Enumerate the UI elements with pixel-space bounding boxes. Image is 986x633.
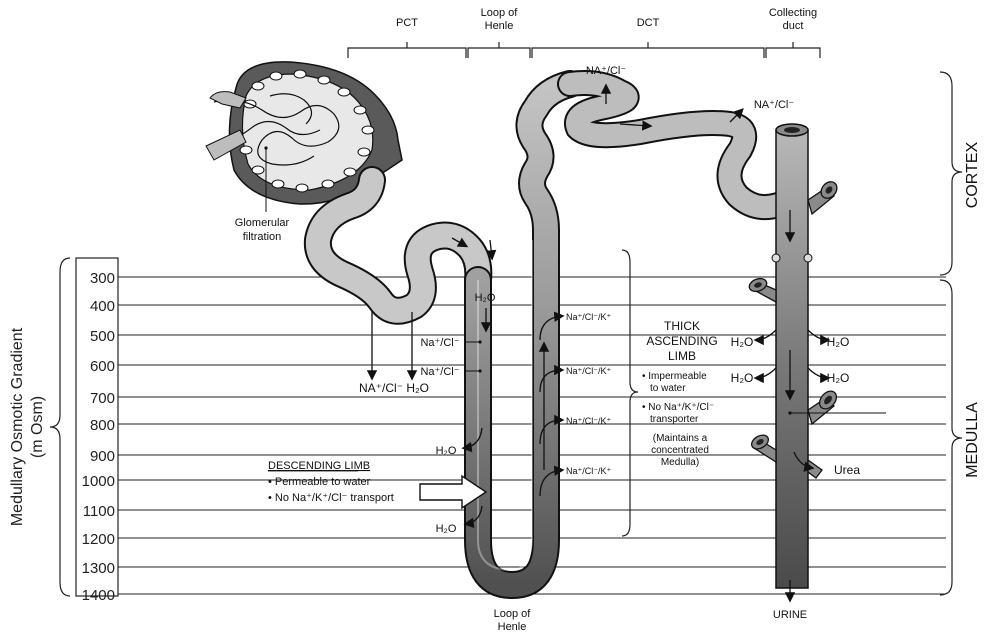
glomerular-filtration-label: filtration bbox=[243, 231, 282, 243]
nakcl-ascending-label: Na⁺/Cl⁻/K⁺ bbox=[566, 416, 612, 426]
thick-ascending-bullet: transporter bbox=[650, 414, 699, 425]
scale-value: 500 bbox=[90, 328, 115, 345]
scale-value: 1000 bbox=[82, 473, 115, 490]
svg-text:(m Osm): (m Osm) bbox=[29, 396, 46, 458]
y-axis-title: Medullary Osmotic Gradient (m Osm) bbox=[9, 327, 46, 526]
thick-ascending-bullet: to water bbox=[650, 383, 686, 394]
pct-reabsorption-label: NA⁺/Cl⁻ H₂O bbox=[359, 381, 429, 395]
scale-value: 800 bbox=[90, 417, 115, 434]
segment-brackets bbox=[348, 42, 820, 58]
urine-label: URINE bbox=[773, 609, 807, 621]
scale-brace bbox=[50, 258, 70, 596]
thick-ascending-note: Medulla) bbox=[661, 457, 699, 468]
scale-value: 1200 bbox=[82, 531, 115, 548]
thick-ascending-title: ASCENDING bbox=[646, 334, 717, 348]
thick-ascending-title: THICK bbox=[664, 319, 700, 333]
h2o-descending-label: H₂O bbox=[475, 292, 496, 304]
segment-dct-label: DCT bbox=[637, 17, 660, 29]
loop-bottom-label: Henle bbox=[498, 621, 527, 633]
cortex-brace bbox=[940, 72, 962, 275]
scale-value: 700 bbox=[90, 390, 115, 407]
h2o-duct-label: H₂O bbox=[827, 335, 850, 349]
segment-collecting-label: duct bbox=[783, 20, 804, 32]
descending-limb-bullet: • Permeable to water bbox=[268, 476, 371, 488]
h2o-descending-label: H₂O bbox=[436, 523, 457, 535]
scale-value: 1400 bbox=[82, 587, 115, 604]
scale-values: 300 400 500 600 700 800 900 1000 1100 12… bbox=[82, 270, 115, 604]
urea-label: Urea bbox=[834, 463, 860, 477]
scale-value: 600 bbox=[90, 358, 115, 375]
scale-value: 300 bbox=[90, 270, 115, 287]
scale-value: 900 bbox=[90, 448, 115, 465]
loop-bottom-label: Loop of bbox=[494, 608, 532, 620]
nacl-descending-label: Na⁺/Cl⁻ bbox=[420, 337, 459, 349]
scale-value: 1100 bbox=[83, 503, 115, 520]
scale-value: 400 bbox=[90, 298, 115, 315]
nakcl-ascending-label: Na⁺/Cl⁻/K⁺ bbox=[566, 312, 612, 322]
descending-limb-bullet: • No Na⁺/K⁺/Cl⁻ transport bbox=[268, 492, 394, 504]
scale-value: 1300 bbox=[82, 560, 115, 577]
h2o-duct-label: H₂O bbox=[731, 371, 754, 385]
thick-ascending-brace bbox=[622, 250, 638, 536]
thick-ascending-note: (Maintains a bbox=[653, 433, 708, 444]
glomerular-filtration-label: Glomerular bbox=[235, 217, 290, 229]
descending-limb-title: DESCENDING LIMB bbox=[268, 460, 370, 472]
segment-collecting-label: Collecting bbox=[769, 7, 817, 19]
nacl-descending-label: Na⁺/Cl⁻ bbox=[420, 366, 459, 378]
segment-loop-label: Loop of bbox=[481, 7, 519, 19]
thick-ascending-title: LIMB bbox=[668, 349, 696, 363]
thick-ascending-bullet: • Impermeable bbox=[642, 371, 707, 382]
nacl-dct-top-label: NA⁺/Cl⁻ bbox=[586, 65, 627, 77]
nakcl-ascending-label: Na⁺/Cl⁻/K⁺ bbox=[566, 366, 612, 376]
medulla-label: MEDULLA bbox=[964, 402, 981, 478]
nacl-dct-label: NA⁺/Cl⁻ bbox=[754, 99, 795, 111]
nakcl-ascending-label: Na⁺/Cl⁻/K⁺ bbox=[566, 466, 612, 476]
h2o-descending-label: H₂O bbox=[436, 445, 457, 457]
thick-ascending-note: concentrated bbox=[651, 445, 709, 456]
collecting-duct bbox=[747, 124, 840, 588]
segment-loop-label: Henle bbox=[485, 20, 514, 32]
cortex-label: CORTEX bbox=[964, 141, 981, 208]
h2o-duct-label: H₂O bbox=[827, 371, 850, 385]
svg-text:Medullary Osmotic Gradient: Medullary Osmotic Gradient bbox=[9, 327, 26, 526]
thick-ascending-bullet: • No Na⁺/K⁺/Cl⁻ bbox=[642, 402, 714, 413]
h2o-duct-label: H₂O bbox=[731, 335, 754, 349]
segment-pct-label: PCT bbox=[396, 17, 418, 29]
medulla-brace bbox=[940, 280, 962, 595]
